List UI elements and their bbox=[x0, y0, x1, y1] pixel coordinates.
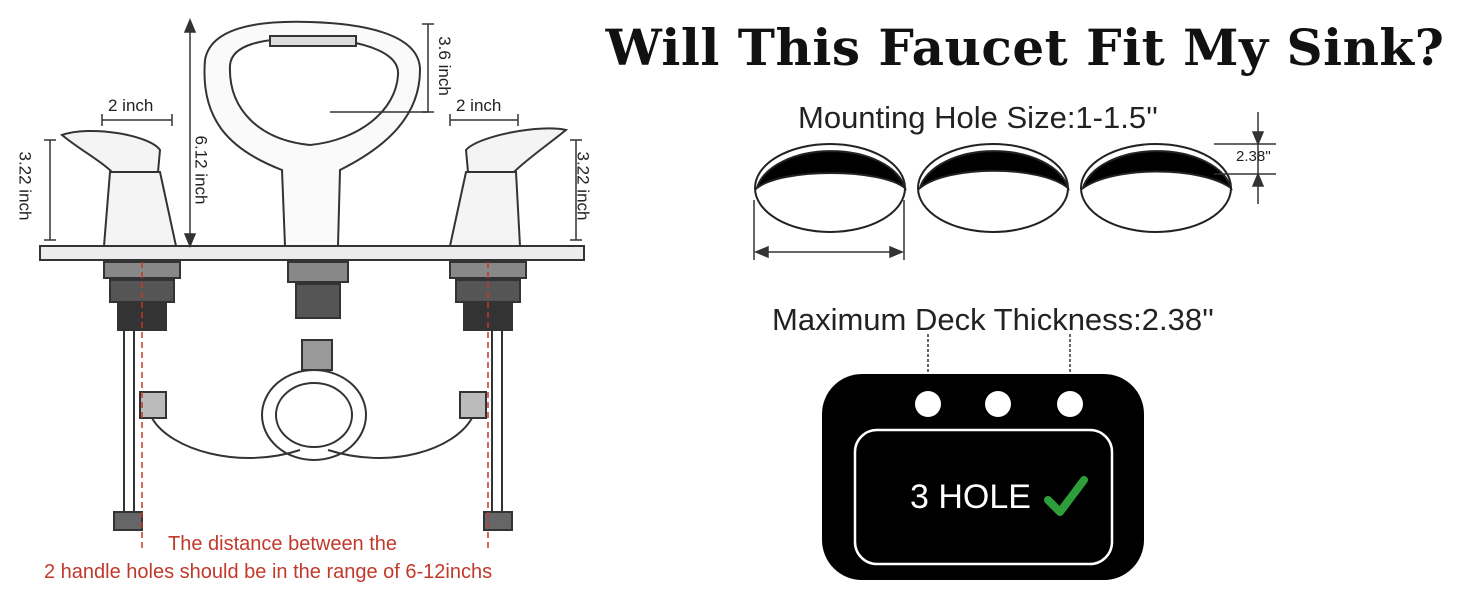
sink-hole-left bbox=[915, 391, 941, 417]
sink-hole-right bbox=[1057, 391, 1083, 417]
right-handle bbox=[448, 171, 522, 247]
sink-inner-outline bbox=[853, 428, 1114, 566]
spacing-note-line1: The distance between the bbox=[168, 533, 398, 555]
spacing-note-line2: 2 handle holes should be in the range of… bbox=[44, 561, 493, 583]
sink-hole-center bbox=[985, 391, 1011, 417]
hole-size-label: Mounting Hole Size:1-1.5'' bbox=[798, 100, 1158, 135]
left-handle bbox=[102, 171, 178, 247]
right-handle-width-label: 2 inch bbox=[456, 96, 502, 115]
deck-thickness-label: Maximum Deck Thickness:2.38'' bbox=[772, 302, 1214, 337]
sink-basin bbox=[822, 374, 1144, 580]
page-title: Will This Faucet Fit My Sink? bbox=[605, 18, 1445, 77]
three-hole-label: 3 HOLE bbox=[910, 478, 1031, 516]
left-handle-width-label: 2 inch bbox=[108, 96, 154, 115]
check-icon bbox=[1044, 476, 1088, 516]
thickness-dim-label: 2.38'' bbox=[1236, 148, 1271, 165]
